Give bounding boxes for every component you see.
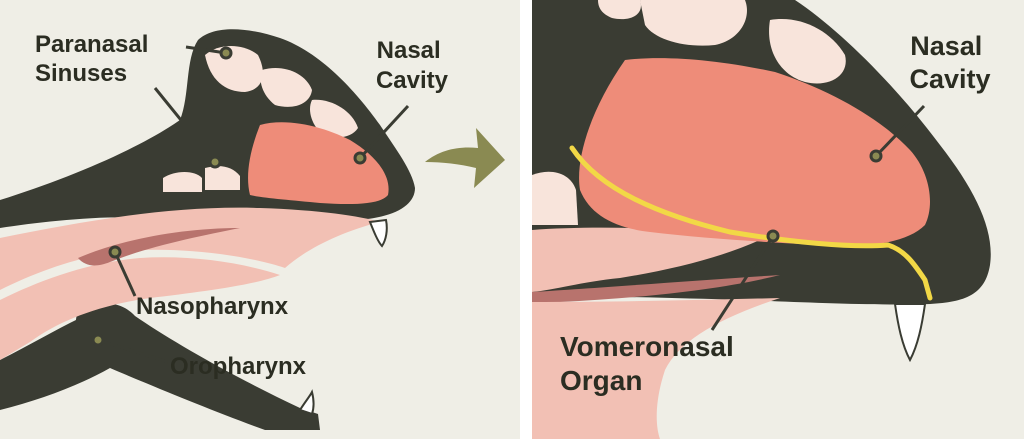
label-paranasal-sinuses: Paranasal Sinuses	[35, 31, 155, 87]
label-nasopharynx: Nasopharynx	[136, 293, 289, 320]
label-nasal-cavity-right-line2: Cavity	[909, 64, 990, 94]
nasal-cavity-left-shape	[248, 122, 389, 205]
panel-divider	[520, 0, 532, 439]
right-soft-palate	[532, 227, 760, 292]
leader-dot-vomeronasal	[766, 229, 780, 243]
label-paranasal-line1: Paranasal	[35, 31, 148, 58]
leader-vomeronasal	[710, 235, 775, 331]
label-paranasal-line2: Sinuses	[35, 60, 127, 87]
label-vomeronasal-organ: Vomeronasal Organ	[560, 331, 742, 396]
leader-dot-nasopharynx	[108, 245, 122, 259]
right-mucosa-stripe	[532, 275, 780, 302]
sinus-chamber-4	[163, 172, 202, 192]
leader-nasal-cavity-left	[358, 104, 410, 160]
label-nasal-cavity-left-line1: Nasal	[377, 37, 441, 64]
right-sinus-chamber-2	[640, 0, 747, 46]
leader-paranasal-top	[185, 45, 227, 55]
right-canine-tooth	[893, 303, 927, 363]
left-leader-lines	[91, 45, 410, 364]
right-background-fill	[658, 306, 1024, 439]
leader-nasopharynx	[113, 251, 137, 297]
vomeronasal-organ-line	[569, 145, 933, 301]
lower-jaw-neck	[0, 318, 110, 410]
right-sinus-chamber-1	[598, 0, 641, 20]
leader-dot-oropharynx	[91, 333, 105, 347]
label-oropharynx: Oropharynx	[170, 353, 307, 380]
leader-dot-paranasal-bottom	[208, 155, 222, 169]
leader-nasal-cavity-right	[874, 104, 926, 158]
soft-palate	[0, 207, 380, 290]
left-panel: Paranasal Sinuses Nasal Cavity Nasophary…	[0, 0, 520, 439]
leader-dot-paranasal-top	[219, 46, 233, 60]
right-sinus-chamber-3	[769, 19, 846, 84]
leader-dot-nasal-cavity-right	[869, 149, 883, 163]
leader-paranasal-bottom	[153, 87, 217, 163]
nasal-cavity-right-shape	[579, 58, 930, 246]
leader-dot-nasal-cavity-left	[353, 151, 367, 165]
lower-jaw-tooth	[298, 389, 315, 416]
oral-soft-tissue	[0, 257, 280, 360]
label-vomeronasal-line1: Vomeronasal	[560, 331, 734, 362]
sinus-chamber-3	[310, 99, 358, 138]
right-sinus-chamber-4	[532, 171, 578, 225]
label-vomeronasal-line2: Organ	[560, 365, 642, 396]
label-nasal-cavity-left-line2: Cavity	[376, 67, 449, 94]
left-canine-tooth	[368, 218, 388, 248]
lower-jaw	[75, 303, 321, 430]
label-nasal-cavity-right: Nasal Cavity	[909, 31, 990, 94]
leader-oropharynx	[97, 338, 169, 364]
sinus-chamber-2	[260, 68, 312, 107]
label-nasal-cavity-right-line1: Nasal	[910, 31, 982, 61]
right-lower-tissue	[532, 298, 780, 439]
transition-arrow-icon	[425, 128, 505, 188]
right-panel: Nasal Cavity Vomeronasal Organ	[532, 0, 1024, 439]
label-nasal-cavity-left: Nasal Cavity	[376, 37, 449, 94]
sinus-chamber-1	[205, 45, 263, 92]
right-leader-lines	[710, 104, 926, 331]
sinus-chamber-5	[205, 166, 240, 190]
